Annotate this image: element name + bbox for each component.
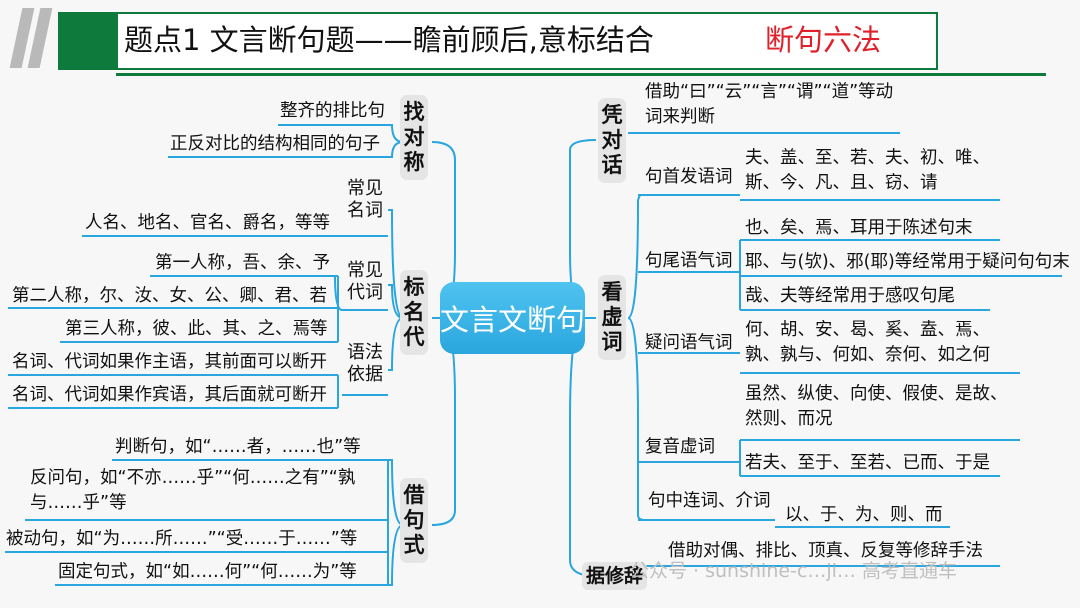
- branch-zhao-duichen: 找对称: [400, 95, 428, 180]
- xiuci-item: 借助对偶、排比、顶真、反复等修辞手法: [668, 541, 983, 561]
- jushi-item-4: 固定句式，如“如……何”“何……为”等: [58, 562, 357, 582]
- jushou-item: 夫、盖、至、若、夫、初、唯、斯、今、凡、且、窃、请: [745, 148, 990, 193]
- yufa-item-1: 名词、代词如果作主语，其前面可以断开: [12, 352, 327, 372]
- branch-kan-xuci: 看虚词: [598, 275, 626, 360]
- header-underline: [116, 73, 1046, 76]
- juwei-item-3: 哉、夫等经常用于感叹句尾: [745, 286, 955, 306]
- branch-ping-duihua: 凭对话: [598, 98, 626, 183]
- header-accent: [58, 12, 118, 70]
- daici-item-2: 第二人称，尔、汝、女、公、卿、君、若: [12, 286, 327, 306]
- sub-yiwen: 疑问语气词: [645, 333, 733, 353]
- sub-changjian-mingci: 常见名词: [347, 178, 383, 221]
- sub-juzhong: 句中连词、介词: [648, 491, 771, 511]
- jushi-item-1: 判断句，如“……者，……也”等: [115, 437, 361, 457]
- watermark: 公众号 · sunshine-c…ji… 高考直通车: [630, 560, 957, 582]
- zhao-item-1: 整齐的排比句: [280, 101, 385, 121]
- page-subtitle: 断句六法: [765, 23, 882, 57]
- branch-biao-mingdai: 标名代: [400, 270, 428, 355]
- sub-juwei: 句尾语气词: [645, 251, 733, 271]
- jushi-item-3: 被动句，如“为……所……”“受……于……”等: [6, 529, 358, 549]
- ping-item: 借助“曰”“云”“言”“谓”“道”等动词来判断: [645, 82, 894, 127]
- sub-changjian-daici: 常见代词: [347, 260, 383, 303]
- page-title: 题点1 文言断句题——瞻前顾后,意标结合: [124, 23, 654, 57]
- yufa-item-2: 名词、代词如果作宾语，其后面就可断开: [12, 385, 327, 405]
- branch-jie-jushi: 借句式: [400, 478, 428, 563]
- branch-ju-xiuci: 据修辞: [582, 562, 648, 590]
- juzhong-item: 以、于、为、则、而: [785, 505, 943, 525]
- sub-fuyin: 复音虚词: [645, 437, 715, 457]
- fuyin-item-2: 若夫、至于、至若、已而、于是: [745, 453, 990, 473]
- daici-item-3: 第三人称，彼、此、其、之、焉等: [65, 319, 328, 339]
- juwei-item-1: 也、矣、焉、耳用于陈述句末: [745, 218, 973, 238]
- daici-item-1: 第一人称，吾、余、予: [155, 253, 330, 273]
- fuyin-item-1: 虽然、纵使、向使、假使、是故、然则、而况: [745, 384, 1008, 429]
- jushi-item-2: 反问句，如“不亦……乎”“何……之有”“孰与……乎”等: [30, 468, 356, 513]
- center-topic: 文言文断句: [440, 282, 585, 354]
- header-box: [116, 12, 938, 70]
- zhao-item-2: 正反对比的结构相同的句子: [170, 134, 380, 154]
- mingci-item: 人名、地名、官名、爵名，等等: [85, 213, 330, 233]
- sub-jushou: 句首发语词: [645, 167, 733, 187]
- yiwen-item: 何、胡、安、曷、奚、盍、焉、孰、孰与、何如、奈何、如之何: [745, 320, 990, 365]
- juwei-item-2: 耶、与(欤)、邪(耶)等经常用于疑问句句末: [745, 252, 1070, 272]
- sub-yufa-yiju: 语法依据: [347, 342, 383, 385]
